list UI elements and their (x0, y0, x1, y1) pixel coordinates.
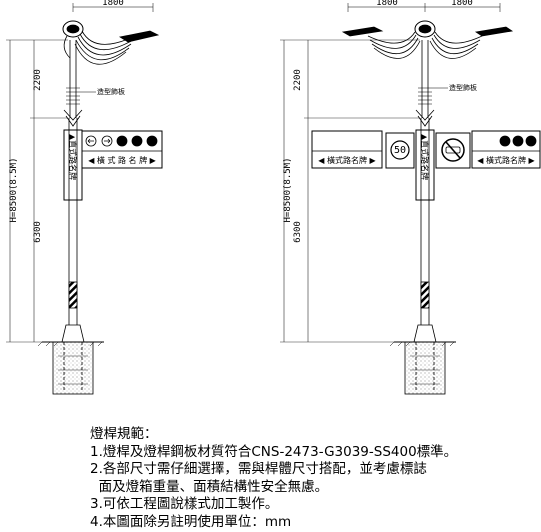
note-item: 3.可依工程圖說樣式加工製作。 (90, 496, 279, 513)
right-horizontal-sign-right-text: ◀ 橫式路名牌 ▶ (477, 155, 535, 165)
right-pole-assembly (280, 3, 541, 395)
note-item: 1.燈桿及燈桿鋼板材質符合CNS-2473-G3039-SS400標準。 (90, 443, 458, 460)
notes-title: 燈桿規範： (90, 426, 158, 442)
left-horizontal-sign-text: ◀ 橫 式 路 名 牌 ▶ (88, 155, 156, 165)
specification-notes: 燈桿規範： 1.燈桿及燈桿鋼板材質符合CNS-2473-G3039-SS400標… (90, 426, 457, 532)
note-item: 4.本圖面除另註明使用單位：mm (90, 513, 292, 530)
left-total-height: H=8500(8.5M) (9, 157, 19, 222)
right-top-dimension-left: 1800 (376, 0, 398, 8)
right-vertical-sign-text: ▲直式路名牌 (420, 134, 430, 180)
left-vertical-sign-text: ▲直式路名牌 (68, 134, 78, 180)
right-upper-height: 2200 (293, 69, 303, 91)
right-total-height: H=8500(8.5M) (283, 157, 293, 222)
left-upper-height: 2200 (33, 69, 43, 91)
note-item: 2.各部尺寸需仔細選擇，需與桿體尺寸搭配，並考慮標誌 (90, 461, 427, 478)
left-bracket-label: 造型飾板 (97, 87, 125, 96)
note-item: 面及燈箱重量、面積結構性安全無慮。 (90, 478, 329, 495)
right-bracket-label: 造型飾板 (449, 83, 477, 92)
left-pole-assembly (6, 3, 163, 395)
right-horizontal-sign-left-text: ◀ 橫式路名牌 ▶ (318, 155, 376, 165)
left-top-dimension: 1800 (102, 0, 124, 8)
left-lower-height: 6300 (33, 221, 43, 243)
speed-limit-sign-text: 50 (394, 145, 406, 156)
right-top-dimension-right: 1800 (451, 0, 473, 8)
right-lower-height: 6300 (293, 221, 303, 243)
